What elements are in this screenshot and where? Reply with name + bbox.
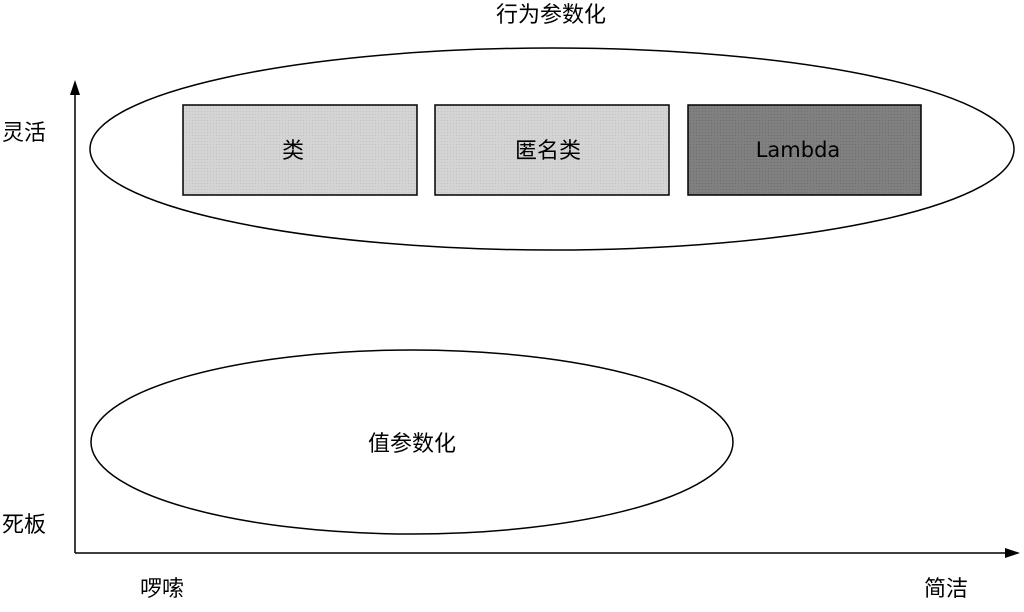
box-class-label: 类 — [282, 139, 304, 164]
y-axis-top-label: 灵活 — [2, 121, 46, 146]
box-anonymous-class: 匿名类 — [434, 104, 670, 196]
box-class: 类 — [182, 104, 418, 196]
x-axis-left-label: 啰嗦 — [140, 577, 184, 602]
diagram-title: 行为参数化 — [496, 3, 606, 28]
x-axis-arrow-icon — [1005, 548, 1020, 558]
y-axis-arrow-icon — [70, 80, 80, 95]
box-anonymous-class-rect — [434, 104, 670, 196]
value-parameterization-ellipse — [90, 349, 734, 535]
box-anonymous-class-label: 匿名类 — [515, 139, 581, 164]
x-axis-right-label: 简洁 — [924, 577, 968, 602]
box-class-rect — [182, 104, 418, 196]
box-lambda-rect — [687, 104, 922, 196]
y-axis-bottom-label: 死板 — [2, 513, 46, 538]
value-parameterization-label: 值参数化 — [368, 432, 456, 457]
box-lambda: Lambda — [687, 104, 922, 196]
box-lambda-label: Lambda — [756, 138, 841, 162]
behavior-parameterization-ellipse — [89, 47, 1015, 251]
